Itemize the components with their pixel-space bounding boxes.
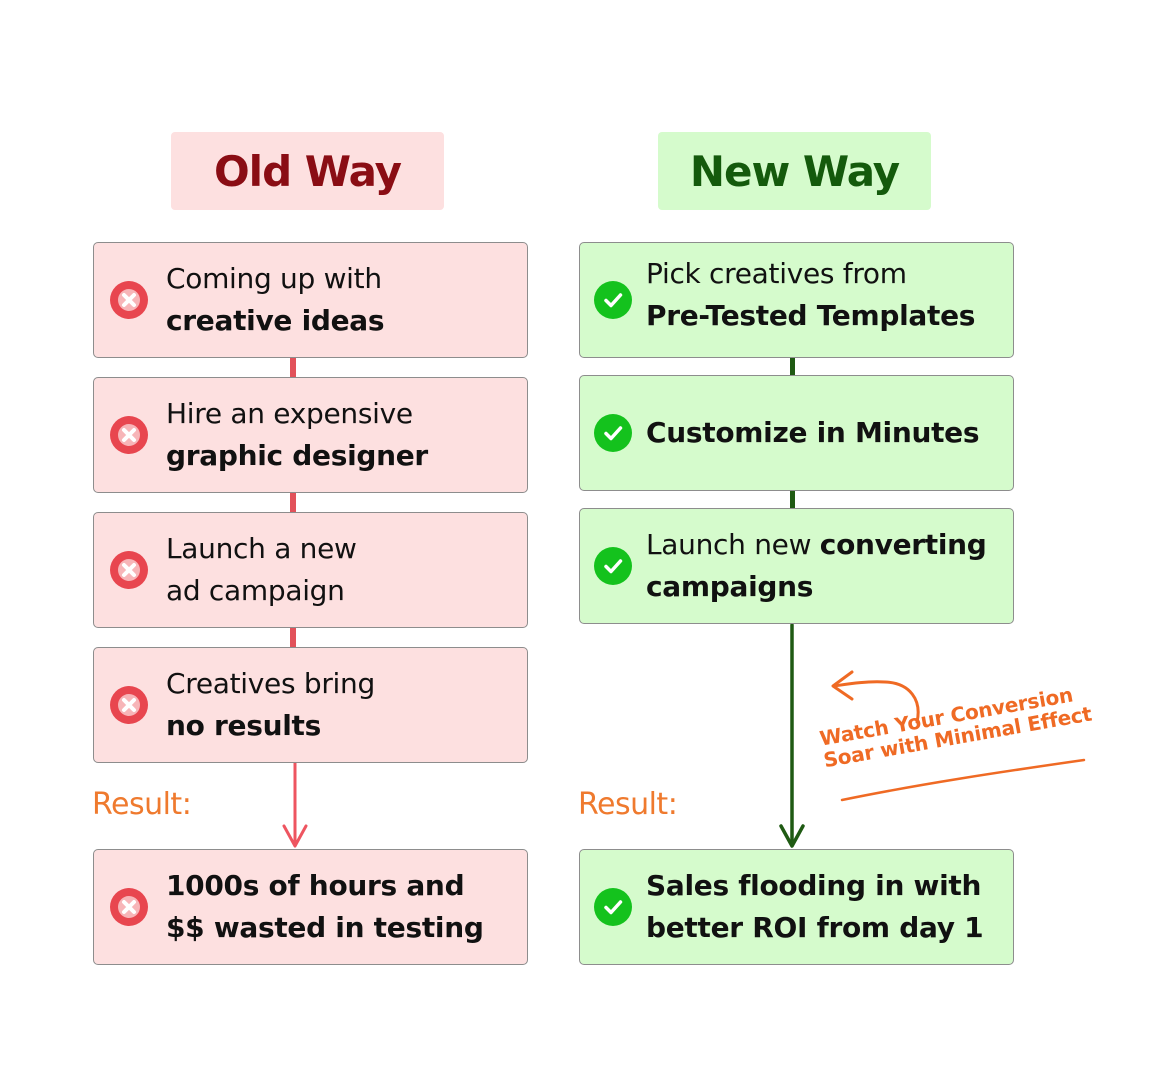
new-connector-2 <box>790 491 795 509</box>
old-step-card: Hire an expensive graphic designer <box>93 377 528 493</box>
callout-curved-arrow <box>831 670 920 724</box>
old-step-line-2: graphic designer <box>166 439 428 472</box>
check-circle-icon <box>593 887 633 927</box>
old-connector-1 <box>290 358 296 378</box>
old-way-title: Old Way <box>213 146 402 196</box>
old-step-text: Creatives bring no results <box>166 663 517 747</box>
old-step-text: Launch a new ad campaign <box>166 528 517 612</box>
new-step-line-2: campaigns <box>646 570 814 603</box>
new-step-line-1: Customize in Minutes <box>646 416 980 449</box>
old-connector-3 <box>290 628 296 648</box>
old-result-text: 1000s of hours and $$ wasted in testing <box>166 865 517 949</box>
new-connector-1 <box>790 358 795 376</box>
old-step-card: Coming up with creative ideas <box>93 242 528 358</box>
new-step-card: Customize in Minutes <box>579 375 1014 491</box>
check-circle-icon <box>593 413 633 453</box>
check-circle-icon <box>593 546 633 586</box>
new-step-line-1-regular: Launch new <box>646 528 820 561</box>
old-step-card: Creatives bring no results <box>93 647 528 763</box>
new-step-text: Launch new converting campaigns <box>646 524 1003 608</box>
old-step-text: Coming up with creative ideas <box>166 258 517 342</box>
old-result-arrow <box>282 761 308 848</box>
x-circle-icon <box>109 887 149 927</box>
new-step-line-1-bold: converting <box>819 528 987 561</box>
new-way-title: New Way <box>689 146 900 196</box>
new-result-card: Sales flooding in with better ROI from d… <box>579 849 1014 965</box>
x-circle-icon <box>109 685 149 725</box>
old-connector-2 <box>290 493 296 513</box>
old-result-card: 1000s of hours and $$ wasted in testing <box>93 849 528 965</box>
x-circle-icon <box>109 415 149 455</box>
old-step-line-1: Coming up with <box>166 262 382 295</box>
old-step-line-2: creative ideas <box>166 304 385 337</box>
new-step-line-2: Pre-Tested Templates <box>646 299 976 332</box>
old-result-label: Result: <box>92 787 192 822</box>
old-way-header: Old Way <box>171 132 444 210</box>
old-step-line-1: Creatives bring <box>166 667 375 700</box>
new-result-text: Sales flooding in with better ROI from d… <box>646 865 1003 949</box>
old-result-line-1: 1000s of hours and <box>166 869 465 902</box>
old-step-line-1: Hire an expensive <box>166 397 413 430</box>
old-step-text: Hire an expensive graphic designer <box>166 393 517 477</box>
new-result-line-2: better ROI from day 1 <box>646 911 984 944</box>
new-step-text: Pick creatives from Pre-Tested Templates <box>646 253 1003 337</box>
new-step-card: Pick creatives from Pre-Tested Templates <box>579 242 1014 358</box>
new-result-label: Result: <box>578 787 678 822</box>
old-step-line-2: ad campaign <box>166 574 345 607</box>
x-circle-icon <box>109 280 149 320</box>
callout-underline <box>840 758 1086 802</box>
new-way-header: New Way <box>658 132 931 210</box>
new-step-text: Customize in Minutes <box>646 412 1003 454</box>
old-step-line-1: Launch a new <box>166 532 357 565</box>
old-step-line-2: no results <box>166 709 321 742</box>
check-circle-icon <box>593 280 633 320</box>
x-circle-icon <box>109 550 149 590</box>
old-step-card: Launch a new ad campaign <box>93 512 528 628</box>
new-step-line-1: Pick creatives from <box>646 257 907 290</box>
new-result-arrow <box>779 623 805 848</box>
old-result-line-2: $$ wasted in testing <box>166 911 484 944</box>
new-step-card: Launch new converting campaigns <box>579 508 1014 624</box>
new-result-line-1: Sales flooding in with <box>646 869 982 902</box>
